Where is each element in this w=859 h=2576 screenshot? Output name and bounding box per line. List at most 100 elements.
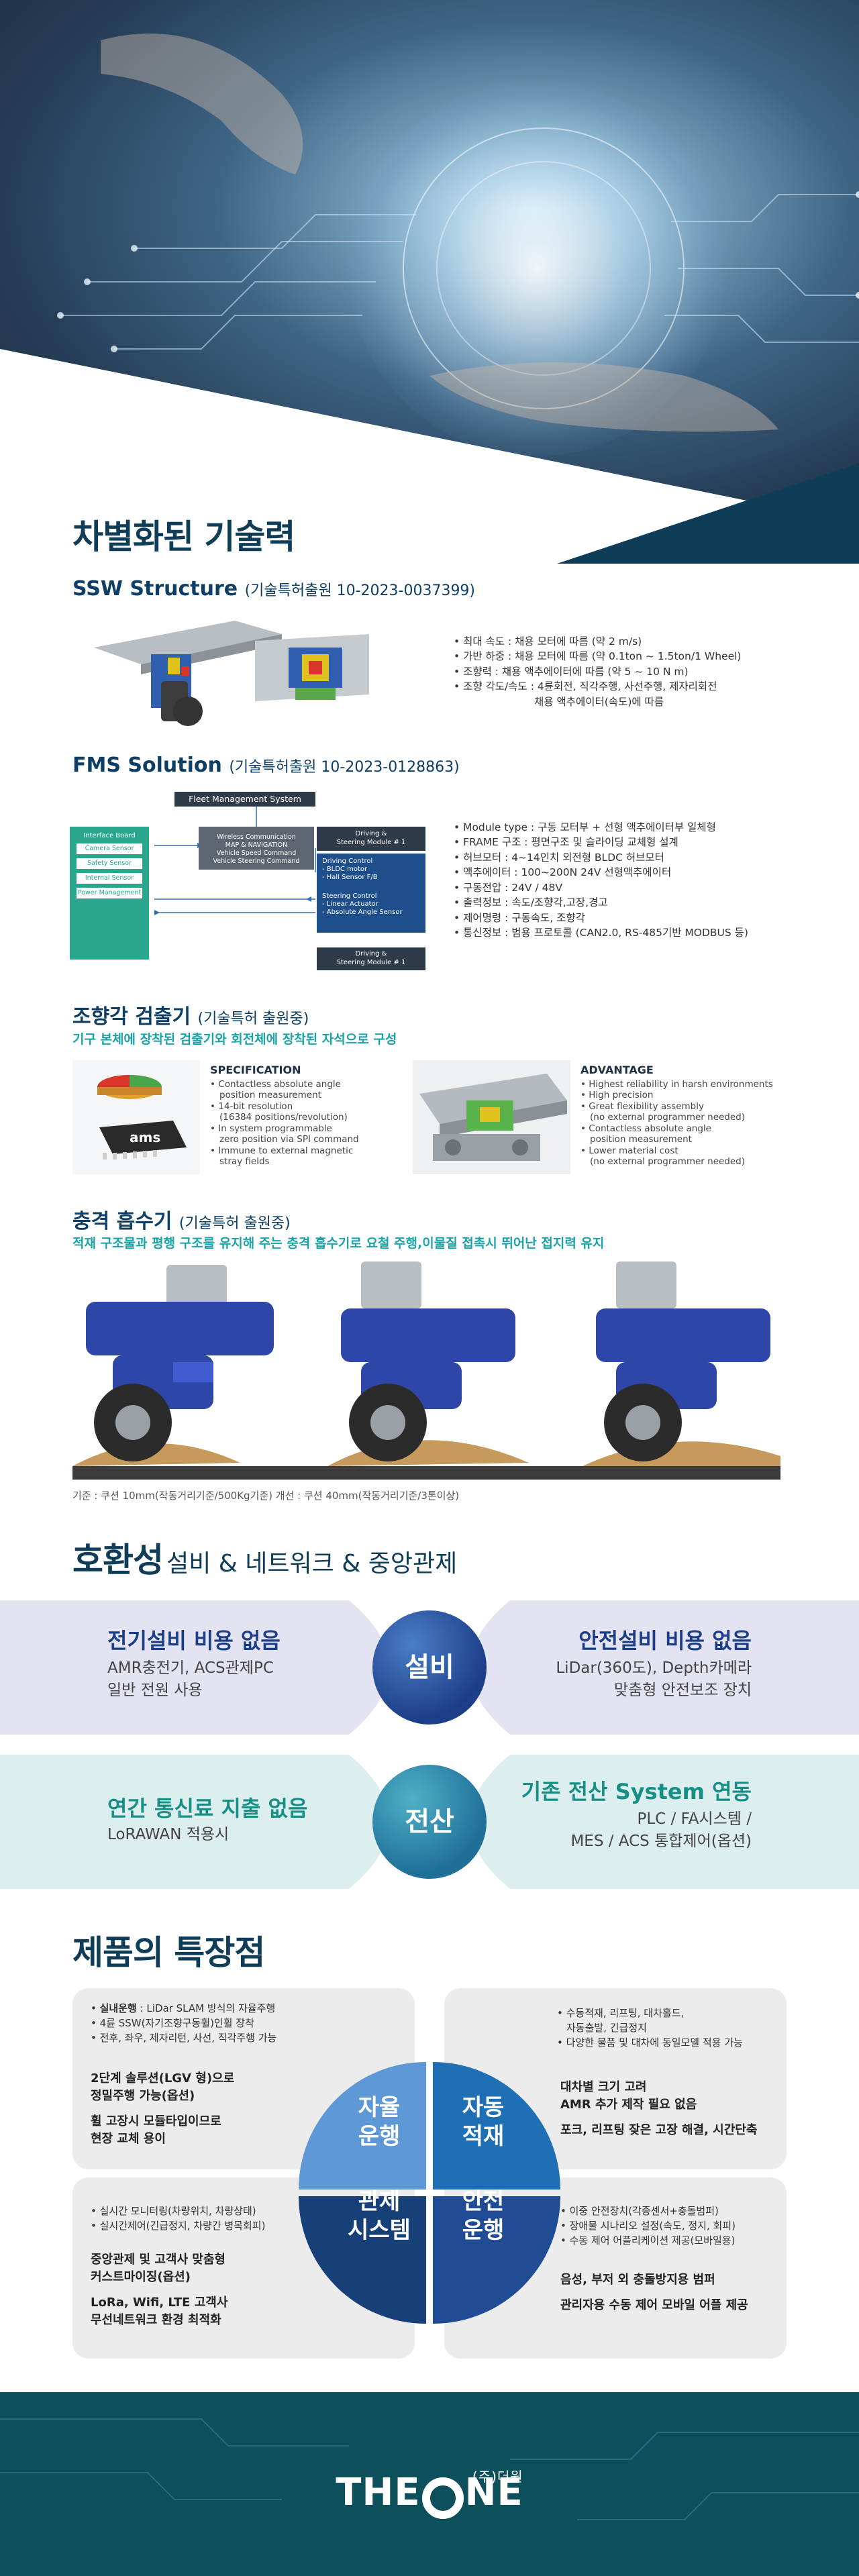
- dsm-line: Driving &: [355, 950, 387, 958]
- quad-label-line: 운행: [358, 2122, 401, 2150]
- shock-footnote: 기준 : 쿠션 10mm(작동거리기준/500Kg기준) 개선 : 쿠션 40m…: [72, 1490, 460, 1502]
- fms-spec-item: 제어명령 : 구동속도, 조향각: [454, 911, 748, 925]
- ssw-title-text: SSW Structure: [72, 577, 238, 601]
- ssw-spec-list: 최대 속도 : 채용 모터에 따름 (약 2 m/s) 가반 하중 : 채용 모…: [454, 634, 741, 709]
- quad-label-loading: 자동 적재: [440, 2094, 527, 2151]
- ssw-spec-item: 최대 속도 : 채용 모터에 따름 (약 2 m/s): [454, 634, 741, 649]
- item-bold: 실내운행: [99, 2002, 137, 2014]
- quad-label-line: 관제: [358, 2188, 401, 2215]
- highlight-line: 관리자용 수동 제어 모바일 어플 제공: [560, 2298, 748, 2313]
- it-right-heading: 기존 전산 System 연동: [521, 1779, 752, 1804]
- band-text-line: 맞춤형 안전보조 장치: [613, 1682, 752, 1700]
- logo-o-ring: O: [421, 2477, 464, 2519]
- equipment-left-heading: 전기설비 비용 없음: [107, 1628, 281, 1653]
- dsm-line: Driving &: [355, 830, 387, 837]
- footer-circuit-lines: [0, 2418, 859, 2520]
- ssw-spec-item: 가반 하중 : 채용 모터에 따름 (약 0.1ton ~ 1.5ton/1 W…: [454, 649, 741, 664]
- highlight-line: 음성, 부저 외 충돌방지용 범퍼: [560, 2273, 715, 2287]
- advantage-item: High precision: [580, 1090, 773, 1100]
- highlight-line: LoRa, Wifi, LTE 고객사: [91, 2296, 228, 2310]
- loading-item-cont: 자동출발, 긴급정지: [566, 2021, 647, 2034]
- fms-spec-item: 출력정보 : 속도/조향각,고장,경고: [454, 895, 748, 910]
- equipment-left-text: AMR충전기, ACS관제PC 일반 전원 사용: [107, 1657, 274, 1702]
- circle-it: 전산: [372, 1765, 487, 1879]
- item-text: : LiDar SLAM 방식의 자율주행: [136, 2002, 276, 2014]
- highlight-line: 현장 교체 용이: [91, 2132, 166, 2147]
- driving-module-box: Driving & Steering Module # 1: [317, 827, 425, 851]
- shock-unit-1: [86, 1265, 274, 1461]
- advantage-item-cont: position measurement: [590, 1134, 692, 1145]
- fms-title: FMS Solution (기술특허출원 10-2023-0128863): [72, 754, 460, 777]
- interface-board-box: Interface Board Camera Sensor Safety Sen…: [70, 827, 149, 960]
- control-item: 실시간제어(긴급정지, 차량간 병목회피): [91, 2219, 266, 2234]
- title-accent: [557, 463, 859, 564]
- sensor-caption: 기구 본체에 장착된 검출기와 회전체에 장착된 자석으로 구성: [72, 1032, 397, 1047]
- power-management-tag: Power Management: [77, 888, 142, 898]
- shock-patent: (기술특허 출원중): [179, 1215, 291, 1232]
- spec-item: Immune to external magnetic: [210, 1145, 359, 1156]
- highlight-line: 대차별 크기 고려: [560, 2080, 647, 2094]
- spec-item-cont: zero position via SPI command: [219, 1134, 359, 1145]
- interface-board-label: Interface Board: [83, 832, 136, 839]
- quad-label-line: 자동: [462, 2094, 505, 2121]
- fms-spec-item: FRAME 구조 : 평면구조 및 슬라이딩 교체형 설계: [454, 835, 748, 849]
- shock-caption: 적재 구조물과 평행 구조를 유지해 주는 충격 흡수기로 요철 주행,이물질 …: [72, 1236, 605, 1251]
- fms-diagram: Fleet Management System Interface Board …: [67, 792, 443, 973]
- ctrl-line: - Absolute Angle Sensor: [322, 909, 403, 916]
- advantage-item: Lower material cost: [580, 1145, 773, 1156]
- band-text-line: LoRAWAN 적용시: [107, 1826, 230, 1843]
- loading-item: 다양한 물품 및 대차에 동일모델 적용 가능: [557, 2036, 743, 2051]
- fms-spec-item: 액추에이터 : 100~200N 24V 선형액추에이터: [454, 865, 748, 880]
- safety-sensor-tag: Safety Sensor: [77, 858, 142, 869]
- shock-title: 충격 흡수기 (기술특허 출원중): [72, 1204, 291, 1234]
- spec-list: Contactless absolute angle position meas…: [210, 1079, 359, 1168]
- sensor-patent: (기술특허 출원중): [197, 1011, 309, 1027]
- fms-spec-item: 구동전압 : 24V / 48V: [454, 880, 748, 895]
- chip-label: ams: [130, 1129, 160, 1145]
- fms-spec-item: 허브모터 : 4~14인치 외전형 BLDC 허브모터: [454, 850, 748, 865]
- logo-text-the: THE: [336, 2471, 421, 2514]
- quad-label-control: 관제 시스템: [329, 2187, 430, 2245]
- it-left-text: LoRAWAN 적용시: [107, 1824, 229, 1846]
- quad-label-line: 운행: [462, 2216, 505, 2244]
- shock-unit-2: [341, 1261, 515, 1461]
- highlight-line: AMR 추가 제작 필요 없음: [560, 2098, 697, 2112]
- spec-item: Contactless absolute angle: [210, 1079, 359, 1090]
- safety-item: 장애물 시나리오 설정(속도, 정지, 회피): [560, 2219, 736, 2234]
- spec-item-cont: position measurement: [219, 1090, 321, 1101]
- logo-korean-name: (주)더원: [472, 2469, 523, 2485]
- autonomous-item: 4륜 SSW(자기조향구동휠)인휠 장착: [91, 2016, 276, 2031]
- fms-spec-list: Module type : 구동 모터부 + 선형 액추에이터부 일체형 FRA…: [454, 820, 748, 941]
- safety-items: 이중 안전장치(각종센서+충돌범퍼) 장애물 시나리오 설정(속도, 정지, 회…: [560, 2204, 736, 2248]
- highlight-line: 정밀주행 가능(옵션): [91, 2089, 195, 2104]
- control-box: Driving Control - BLDC motor - Hall Sens…: [317, 854, 425, 933]
- wcm-line: MAP & NAVIGATION: [225, 841, 288, 849]
- equipment-right-heading: 안전설비 비용 없음: [578, 1628, 752, 1653]
- ssw-spec-item: 조향력 : 채용 액추에이터에 따름 (약 5 ~ 10 N m): [454, 664, 741, 679]
- spec-heading: SPECIFICATION: [210, 1064, 301, 1076]
- control-item: 실시간 모니터링(차량위치, 차량상태): [91, 2204, 265, 2219]
- autonomous-items: 실내운행 : LiDar SLAM 방식의 자율주행 4륜 SSW(자기조향구동…: [91, 2002, 277, 2046]
- shock-title-text: 충격 흡수기: [72, 1210, 172, 1233]
- band-text-line: PLC / FA시스템 /: [637, 1810, 752, 1828]
- ctrl-line: Steering Control: [322, 892, 377, 900]
- company-logo: THEONE (주)더원: [0, 2469, 859, 2519]
- advantage-item: Contactless absolute angle: [580, 1123, 773, 1134]
- quad-label-line: 시스템: [348, 2216, 411, 2244]
- fleet-management-box: Fleet Management System: [174, 792, 315, 807]
- features-title: 제품의 특장점: [72, 1933, 265, 1972]
- control-items: 실시간 모니터링(차량위치, 차량상태) 실시간제어(긴급정지, 차량간 병목회…: [91, 2204, 266, 2234]
- fms-title-text: FMS Solution: [72, 754, 222, 777]
- band-text-line: LiDar(360도), Depth카메라: [556, 1659, 752, 1677]
- shock-absorber-illustration: [72, 1261, 780, 1480]
- wcm-line: Wireless Communication: [217, 833, 296, 841]
- wireless-comm-box: Wireless Communication MAP & NAVIGATION …: [199, 827, 314, 870]
- compat-title: 호환성 설비 & 네트워크 & 중앙관제: [72, 1533, 457, 1582]
- autonomous-item: 전후, 좌우, 제자리턴, 사선, 직각주행 가능: [91, 2031, 277, 2046]
- sensor-mount-illustration: [413, 1060, 570, 1174]
- quad-label-safety: 안전 운행: [440, 2187, 527, 2245]
- sensor-title-text: 조향각 검출기: [72, 1005, 191, 1029]
- band-text-line: 일반 전원 사용: [107, 1682, 203, 1700]
- driving-module-box-2: Driving & Steering Module # 1: [317, 947, 425, 970]
